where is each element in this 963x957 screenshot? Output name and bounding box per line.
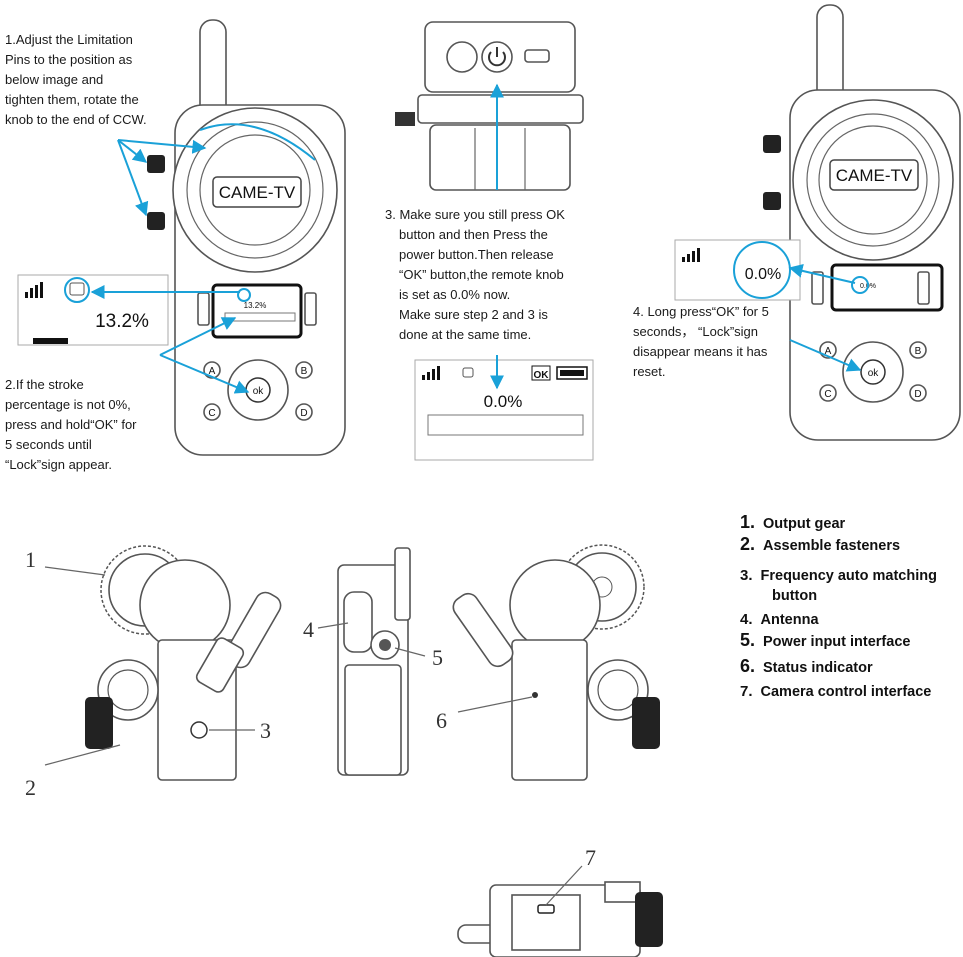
step-3-line: button and then Press the	[399, 227, 548, 242]
step-1-line: 1.Adjust the Limitation	[5, 32, 133, 47]
legend-item: 2.Assemble fasteners	[740, 534, 901, 554]
zoom-screen-2-ok: OK	[534, 370, 550, 381]
remote-right-side-button-r[interactable]	[917, 271, 930, 305]
status-indicator-dot	[532, 692, 538, 698]
step-3-line: is set as 0.0% now.	[399, 287, 511, 302]
step-1-text: 1.Adjust the Limitation Pins to the posi…	[5, 30, 175, 130]
step-3-line: 3. Make sure you still press OK	[385, 207, 565, 222]
remote-left-brand: CAME-TV	[219, 183, 296, 202]
receiver-top	[395, 21, 584, 191]
limitation-pin-2	[147, 212, 165, 230]
step-4-text: 4. Long press“OK” for 5 seconds， “Lock”s…	[633, 302, 803, 382]
step-1-line: Pins to the position as	[5, 52, 133, 67]
remote-left-side-button-r[interactable]	[304, 292, 317, 326]
remote-left-brand-plate	[212, 176, 302, 208]
zoom-screen-1-value: 13.2%	[95, 311, 149, 332]
remote-left-button-b[interactable]	[295, 361, 313, 379]
callout-6: 6	[436, 708, 447, 733]
remote-right-side-button-l[interactable]	[811, 271, 824, 305]
step-2-text: 2.If the stroke percentage is not 0%, pr…	[5, 375, 175, 475]
parts-legend: 1.Output gear 2.Assemble fasteners 3.Fre…	[740, 512, 960, 702]
callout-5: 5	[432, 645, 443, 670]
step-1-line: below image and	[5, 72, 104, 87]
step-3-line: “OK” button,the remote knob	[399, 267, 564, 282]
step2-arrows	[159, 317, 250, 394]
remote-left-button-d[interactable]	[295, 403, 313, 421]
legend-item: 5.Power input interface	[740, 630, 911, 650]
remote-left-screen-value: 13.2%	[244, 301, 267, 310]
zoom-screen-2-value: 0.0%	[484, 392, 523, 411]
camera-control-port[interactable]	[537, 904, 555, 914]
legend-item: 4.Antenna	[740, 611, 819, 628]
callout-3: 3	[260, 718, 271, 743]
remote-right-button-b-label: B	[915, 346, 922, 357]
remote-left-button-a-label: A	[209, 366, 216, 377]
zoom-screen-2: OK 0.0%	[414, 355, 594, 461]
frequency-match-button[interactable]	[190, 721, 208, 739]
zoom-screen-3: 0.0%	[674, 239, 869, 372]
zoom-screen-3-value: 0.0%	[745, 266, 781, 283]
step-1-line: tighten them, rotate the	[5, 92, 139, 107]
step1-arrows	[117, 123, 316, 217]
zoom-screen-1: 13.2%	[17, 274, 251, 346]
remote-left-button-d-label: D	[300, 408, 307, 419]
remote-right-button-a-label: A	[825, 346, 832, 357]
motor-view-left	[44, 545, 282, 781]
legend-item: 3.Frequency auto matching	[740, 567, 937, 584]
limitation-pin-1	[147, 155, 165, 173]
remote-left-button-b-label: B	[301, 366, 308, 377]
step-2-line: percentage is not 0%,	[5, 397, 131, 412]
step-2-line: “Lock”sign appear.	[5, 457, 112, 472]
motor-view-bottom	[457, 865, 663, 957]
step-4-line: disappear means it has	[633, 344, 768, 359]
step-3-line: power button.Then release	[399, 247, 554, 262]
legend-item: button	[772, 588, 818, 604]
step-3-text: 3. Make sure you still press OK button a…	[385, 205, 595, 345]
remote-right: CAME-TV 0.0% ok A B C D	[763, 4, 961, 441]
legend-item: 6.Status indicator	[740, 656, 873, 676]
remote-left-button-a[interactable]	[203, 361, 221, 379]
step-2-line: 2.If the stroke	[5, 377, 84, 392]
step-4-line: 4. Long press“OK” for 5	[633, 304, 769, 319]
remote-right-button-c-label: C	[824, 389, 831, 400]
callout-1: 1	[25, 547, 36, 572]
step-2-line: 5 seconds until	[5, 437, 92, 452]
remote-right-ok-button[interactable]	[860, 359, 886, 385]
remote-left-ok-label: ok	[253, 386, 265, 397]
legend-item: 7.Camera control interface	[740, 683, 932, 700]
remote-right-ok-label: ok	[868, 368, 880, 379]
step-1-line: knob to the end of CCW.	[5, 112, 147, 127]
step-3-line: done at the same time.	[399, 327, 532, 342]
remote-right-button-d-label: D	[914, 389, 921, 400]
callout-4: 4	[303, 617, 314, 642]
motor-view-middle	[317, 547, 426, 776]
step-3-line: Make sure step 2 and 3 is	[399, 307, 548, 322]
remote-left-button-c-label: C	[208, 408, 215, 419]
callout-7: 7	[585, 845, 596, 870]
step-4-line: reset.	[633, 364, 666, 379]
remote-left-button-c[interactable]	[203, 403, 221, 421]
motor-view-right	[452, 544, 660, 781]
remote-left-side-button-l[interactable]	[197, 292, 210, 326]
remote-left: CAME-TV 13.2% ok A B C D	[147, 19, 346, 456]
remote-right-brand: CAME-TV	[836, 166, 913, 185]
step-2-line: press and hold“OK” for	[5, 417, 137, 432]
step-4-line: seconds， “Lock”sign	[633, 324, 758, 339]
legend-item: 1.Output gear	[740, 512, 846, 532]
callout-2: 2	[25, 775, 36, 800]
